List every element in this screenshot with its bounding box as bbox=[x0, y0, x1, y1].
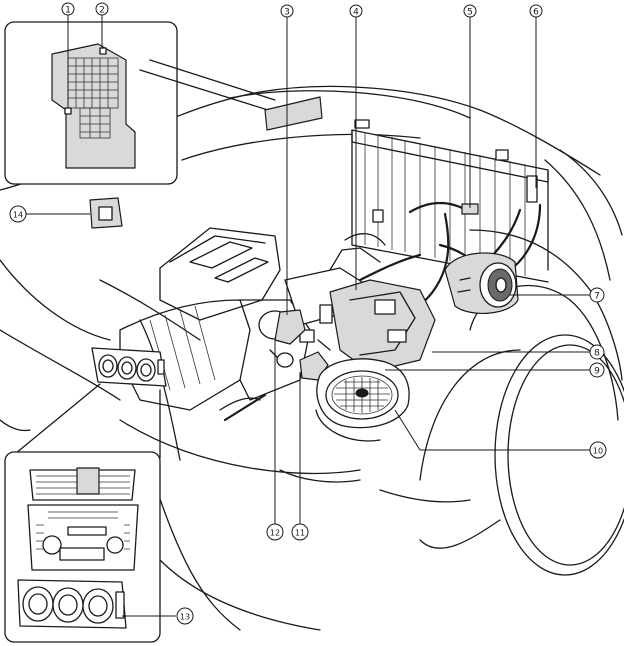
callout-7-label: 7 bbox=[594, 292, 600, 302]
callout-5-label: 5 bbox=[467, 8, 473, 18]
callout-2: 2 bbox=[95, 2, 109, 16]
callout-11: 11 bbox=[291, 523, 309, 541]
callout-13-label: 13 bbox=[180, 613, 190, 622]
callout-4-label: 4 bbox=[353, 8, 359, 18]
relay-block-inset bbox=[4, 21, 323, 185]
callout-1: 1 bbox=[61, 2, 75, 16]
callout-10: 10 bbox=[589, 441, 607, 459]
callout-11-label: 11 bbox=[295, 529, 305, 538]
callout-6: 6 bbox=[529, 4, 543, 18]
callout-9: 9 bbox=[589, 362, 605, 378]
heater-unit bbox=[119, 227, 311, 422]
callout-12: 12 bbox=[266, 523, 284, 541]
callout-2-label: 2 bbox=[99, 6, 105, 16]
callout-14: 14 bbox=[9, 205, 27, 223]
relay-marker-2 bbox=[99, 47, 107, 55]
blower-unit bbox=[315, 358, 410, 442]
callout-6-label: 6 bbox=[533, 8, 539, 18]
relay-marker-1 bbox=[64, 107, 72, 115]
compressor bbox=[444, 252, 519, 314]
air-intake-actuator bbox=[258, 309, 306, 368]
callout-8-label: 8 bbox=[594, 349, 600, 359]
callout-3-label: 3 bbox=[284, 8, 290, 18]
callout-4: 4 bbox=[349, 4, 363, 18]
callout-12-label: 12 bbox=[270, 529, 280, 538]
callout-10-label: 10 bbox=[593, 447, 603, 456]
control-module-box bbox=[89, 197, 123, 229]
leader-lines bbox=[26, 15, 590, 617]
dashboard-inset bbox=[4, 451, 161, 643]
callout-9-label: 9 bbox=[594, 367, 600, 377]
climate-control-panel bbox=[9, 347, 167, 459]
callout-1-label: 1 bbox=[65, 6, 71, 16]
callout-7: 7 bbox=[589, 287, 605, 303]
callout-8: 8 bbox=[589, 344, 605, 360]
condenser bbox=[351, 119, 549, 283]
evaporator-housing bbox=[284, 233, 436, 373]
callout-3: 3 bbox=[280, 4, 294, 18]
callout-14-label: 14 bbox=[13, 211, 23, 220]
callout-5: 5 bbox=[463, 4, 477, 18]
callout-13: 13 bbox=[176, 607, 194, 625]
